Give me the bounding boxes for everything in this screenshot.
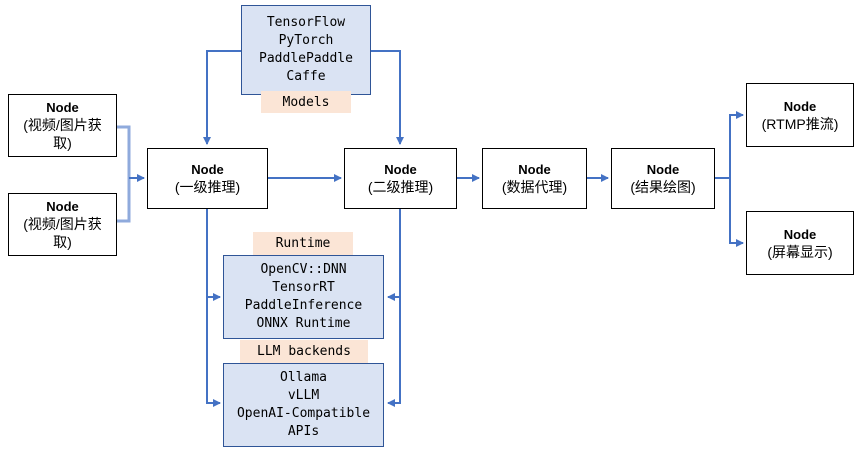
models-item: TensorFlow [266, 15, 346, 30]
node-rtmp-push: Node (RTMP推流) [746, 83, 854, 147]
node-title: Node [46, 100, 79, 115]
node-screen-display: Node (屏幕显示) [746, 211, 854, 275]
node-title: Node [384, 162, 417, 177]
node-secondary-inference: Node (二级推理) [344, 148, 457, 209]
node-data-proxy: Node (数据代理) [482, 148, 587, 209]
node-result-draw: Node (结果绘图) [611, 148, 715, 209]
llm-backends-box: Ollama vLLM OpenAI-Compatible APIs [223, 363, 384, 447]
models-item: PaddlePaddle [259, 51, 353, 66]
llm-item: Ollama [280, 370, 327, 385]
models-tag: Models [261, 91, 351, 113]
node-title: Node [46, 199, 79, 214]
runtime-item: OpenCV::DNN [260, 262, 347, 277]
models-item: Caffe [286, 69, 326, 84]
node-title: Node [646, 162, 680, 177]
node-subtitle: (屏幕显示) [767, 243, 833, 260]
node-subtitle: (视频/图片获取) [23, 216, 102, 250]
llm-item: vLLM [287, 388, 320, 403]
node-subtitle: (结果绘图) [630, 179, 696, 195]
connector-models-to-infer1 [203, 50, 241, 145]
node-primary-inference: Node (一级推理) [147, 148, 268, 209]
node-title: Node [783, 98, 817, 114]
node-title: Node [191, 162, 224, 177]
node-title: Node [518, 162, 551, 177]
runtime-item: PaddleInference [244, 298, 363, 313]
connector-models-to-infer2 [371, 50, 404, 145]
connector-captures-merge [117, 125, 131, 223]
models-box: TensorFlow PyTorch PaddlePaddle Caffe [241, 5, 371, 95]
node-capture-1: Node (视频/图片获取) [8, 94, 117, 157]
node-subtitle: (视频/图片获取) [23, 117, 102, 151]
runtime-item: ONNX Runtime [256, 316, 351, 331]
node-title: Node [783, 226, 817, 242]
runtime-item: TensorRT [272, 280, 335, 295]
node-subtitle: (二级推理) [367, 179, 434, 195]
node-subtitle: (数据代理) [501, 179, 568, 195]
runtime-box: OpenCV::DNN TensorRT PaddleInference ONN… [223, 255, 384, 339]
connector-draw-to-screen [729, 178, 744, 247]
connector-infer2-to-llm [387, 209, 401, 407]
connector-infer1-to-llm [206, 209, 221, 407]
node-capture-2: Node (视频/图片获取) [8, 193, 117, 256]
node-subtitle: (RTMP推流) [761, 115, 839, 132]
llm-backends-tag: LLM backends [240, 340, 368, 363]
llm-item: APIs [287, 424, 320, 439]
runtime-tag: Runtime [253, 232, 353, 255]
models-item: PyTorch [278, 33, 334, 48]
node-subtitle: (一级推理) [174, 179, 241, 195]
connector-draw-to-rtmp [729, 111, 744, 178]
llm-item: OpenAI-Compatible [236, 406, 371, 421]
